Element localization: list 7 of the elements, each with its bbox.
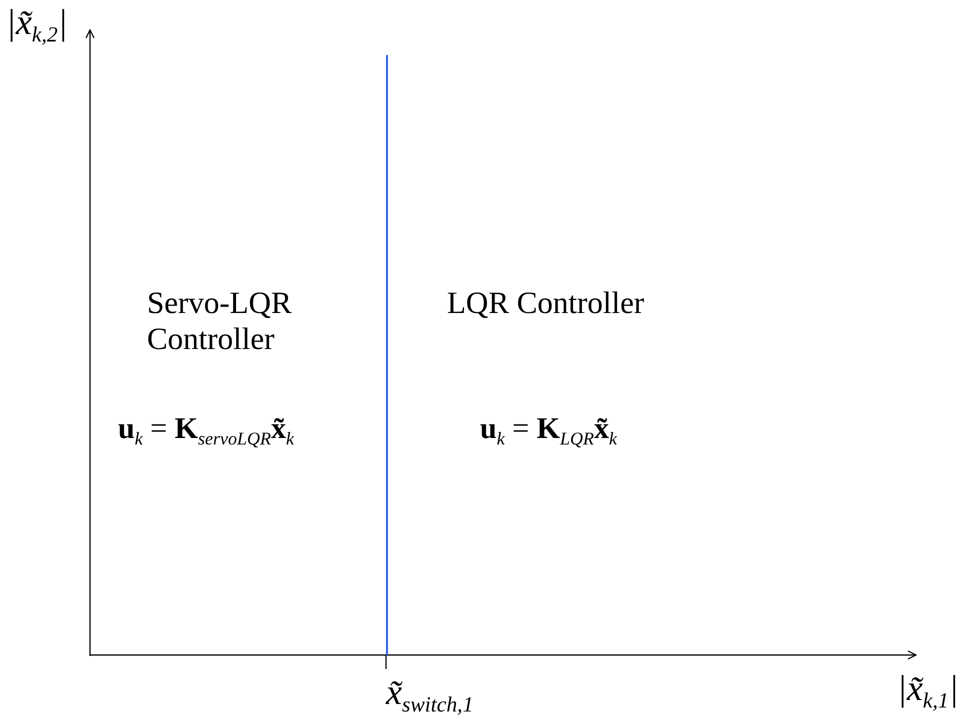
tick-label: x̃$_{switch,1}$ [386,672,474,718]
region-label: LQR Controller [447,285,644,321]
axis-label: |x̃$_{k,2}$| [6,2,68,48]
control-law-formula: u$_{k}$ = K$_{servoLQR}$x̃$_{k}$ [118,412,294,449]
region-label: Servo-LQR Controller [147,285,293,356]
axis-label: |x̃$_{k,1}$| [897,668,959,714]
control-law-formula: u$_{k}$ = K$_{LQR}$x̃$_{k}$ [480,412,617,449]
